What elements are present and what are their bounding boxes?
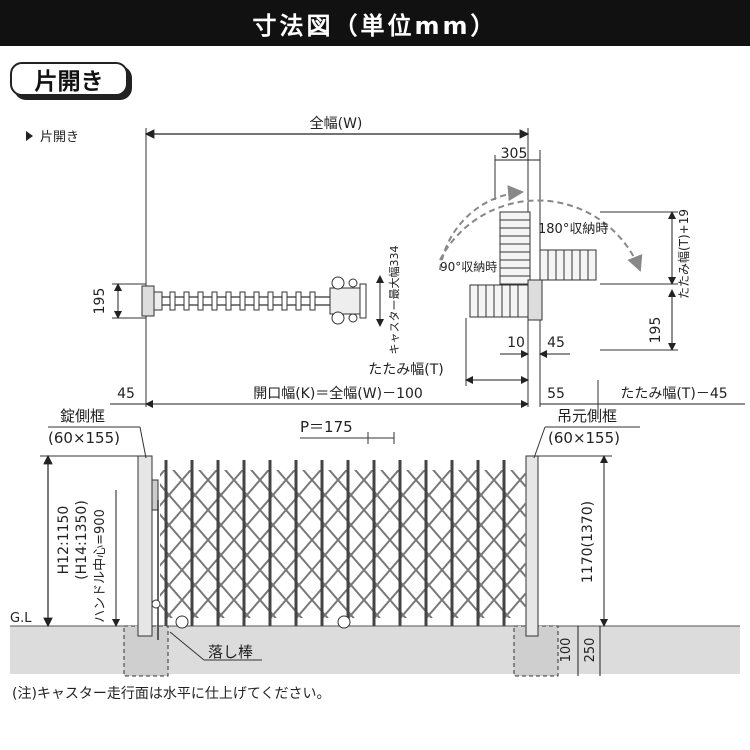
lock-frame-post: [137, 455, 153, 637]
footnote: (注)キャスター走行面は水平に仕上げてください。: [12, 686, 331, 702]
pitch-label: P＝175: [300, 418, 353, 436]
opening-width-label: 開口幅(K)＝全幅(W)－100: [253, 385, 423, 402]
lock-frame-size: (60×155): [48, 429, 120, 447]
dim-45-right: 45: [547, 335, 565, 351]
hinge-frame-label: 吊元側框: [557, 407, 617, 425]
drop-rod-label: 落し棒: [208, 643, 253, 661]
right-height-label: 1170(1370): [580, 501, 596, 583]
ground-level-label: G.L: [10, 611, 32, 626]
caster-width-label: キャスター最大幅334: [387, 246, 401, 355]
dim-55: 55: [547, 386, 565, 402]
section-marker-icon: [26, 131, 33, 141]
height-h12: H12:1150: [56, 506, 72, 575]
dim-195-right: 195: [648, 317, 664, 344]
dim-250: 250: [583, 638, 598, 663]
header-bar: 寸法図（単位mm）: [0, 0, 750, 46]
hinge-frame-post: [525, 455, 539, 637]
handle-center-label: ハンドル中心=900: [93, 509, 108, 623]
rot-180-label: 180°収納時: [538, 222, 608, 237]
rot-90-label: 90°収納時: [440, 260, 497, 274]
gate-uprights: [164, 460, 506, 626]
ground-fill: [10, 626, 740, 674]
gate-lattice: [160, 470, 526, 618]
dim-10: 10: [507, 335, 525, 351]
height-h14: (H14:1350): [74, 500, 90, 580]
dim-195-left: 195: [92, 288, 108, 315]
hinge-frame-size: (60×155): [548, 429, 620, 447]
type-tag: 片開き: [10, 62, 128, 96]
fold-width-t45-label: たたみ幅(T)－45: [620, 386, 727, 402]
caster-wheel-icon: [337, 615, 351, 629]
dim-100: 100: [559, 638, 574, 663]
section-label: 片開き: [40, 130, 79, 145]
dim-45-left: 45: [117, 386, 135, 402]
overall-width-label: 全幅(W): [310, 115, 363, 132]
caster-wheel-icon: [175, 615, 189, 629]
front-view: 錠側框 (60×155) P＝175 吊元側框 (60×155) H12:115…: [10, 407, 740, 677]
fold-width-t19-label: たたみ幅(T)+19: [676, 209, 691, 299]
handle-knob-icon: [151, 599, 161, 609]
gate-plan-extended: [141, 276, 367, 325]
lock-frame-label: 錠側框: [60, 407, 105, 425]
gate-plan-folded: [439, 185, 643, 321]
fold-width-t-label: たたみ幅(T): [368, 362, 443, 378]
top-view: 片開き 全幅(W) 305 195: [26, 115, 745, 410]
page-title: 寸法図（単位mm）: [252, 11, 498, 40]
dim-305: 305: [501, 146, 528, 162]
